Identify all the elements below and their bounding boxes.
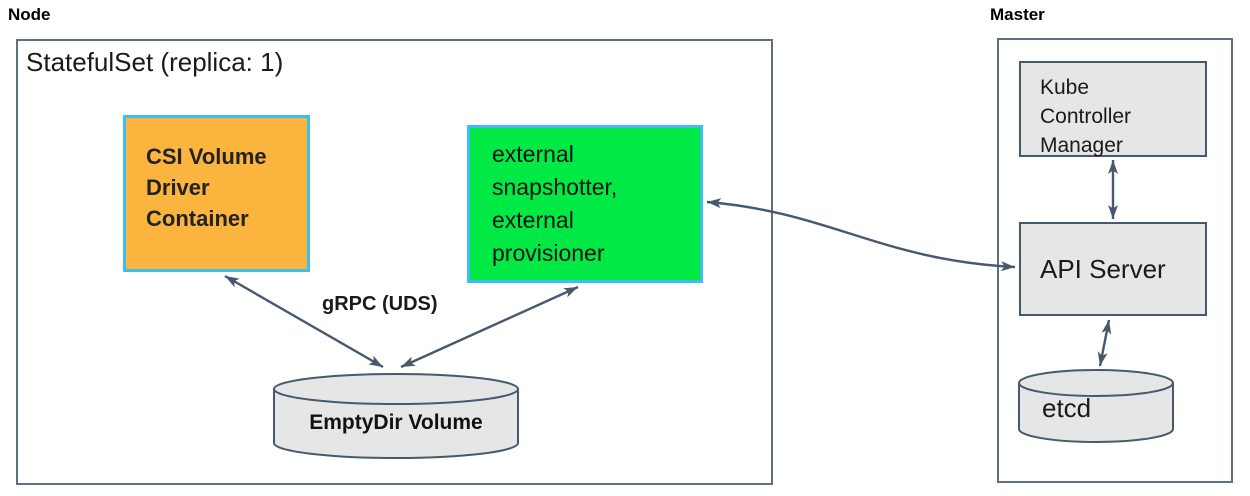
csi-box-text-line: Container <box>146 206 249 231</box>
grpc-uds-label: gRPC (UDS) <box>322 293 438 315</box>
statefulset-title: StatefulSet (replica: 1) <box>26 47 284 77</box>
kube-controller-manager-box: Kube Controller Manager <box>1019 61 1207 157</box>
kcm-text-line: Controller <box>1040 105 1132 128</box>
api-server-box: API Server <box>1019 222 1207 316</box>
sidecar-box-text-line: external <box>492 207 574 233</box>
kcm-text-line: Kube <box>1040 76 1090 99</box>
sidecar-box-text-line: external <box>492 141 574 167</box>
csi-box-text-line: Driver <box>146 175 210 200</box>
csi-volume-driver-box: CSI Volume Driver Container <box>123 115 310 272</box>
api-server-label: API Server <box>1040 253 1166 284</box>
external-sidecars-box: external snapshotter, external provision… <box>467 125 703 283</box>
emptydir-volume-label: EmptyDir Volume <box>309 411 483 434</box>
master-group-label: Master <box>990 5 1045 24</box>
sidecar-box-text-line: snapshotter, <box>492 174 618 200</box>
csi-box-text-line: CSI Volume <box>146 144 267 169</box>
etcd-label: etcd <box>1042 393 1092 423</box>
kcm-text-line: Manager <box>1040 134 1123 157</box>
node-group-label: Node <box>8 5 51 24</box>
sidecar-box-text-line: provisioner <box>492 240 605 266</box>
